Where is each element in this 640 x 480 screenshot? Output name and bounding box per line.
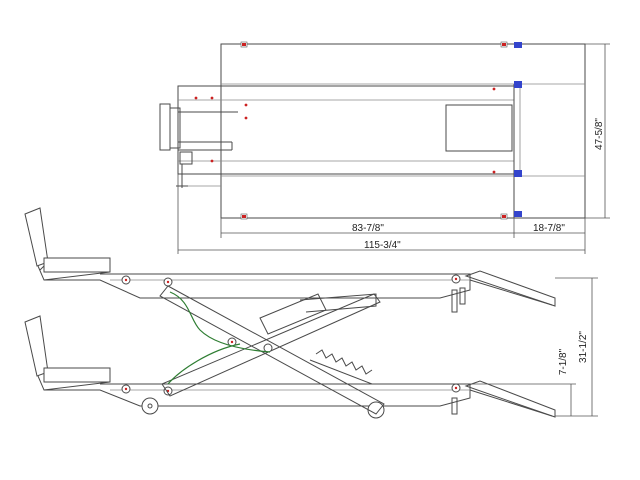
dim-height-max: 31-1/2" — [578, 331, 589, 363]
dim-length-end: 18-7/8" — [533, 223, 565, 234]
dim-width-total: 47-5/8" — [594, 118, 605, 150]
center-pivot — [263, 343, 273, 353]
side-dimensions: 31-1/2" 7-1/8" — [470, 277, 598, 417]
table-frame-outer — [220, 43, 586, 219]
dim-height-min: 7-1/8" — [558, 348, 569, 375]
blue-clamps — [514, 42, 522, 217]
center-plate — [445, 104, 513, 152]
hydraulic-hose — [169, 291, 271, 353]
wheel-chock-plan — [159, 103, 238, 188]
bolt-markers — [194, 41, 508, 220]
side-view-lowered — [24, 315, 556, 419]
dim-length-total: 115-3/4" — [364, 240, 401, 251]
top-view: 83-7/8" 18-7/8" 115-3/4" 47-5/8" — [159, 41, 610, 254]
dim-length-inner: 83-7/8" — [352, 223, 384, 234]
side-view-raised — [24, 207, 556, 313]
scissor-mechanism — [159, 285, 385, 415]
caster-wheel-icon — [141, 397, 159, 415]
